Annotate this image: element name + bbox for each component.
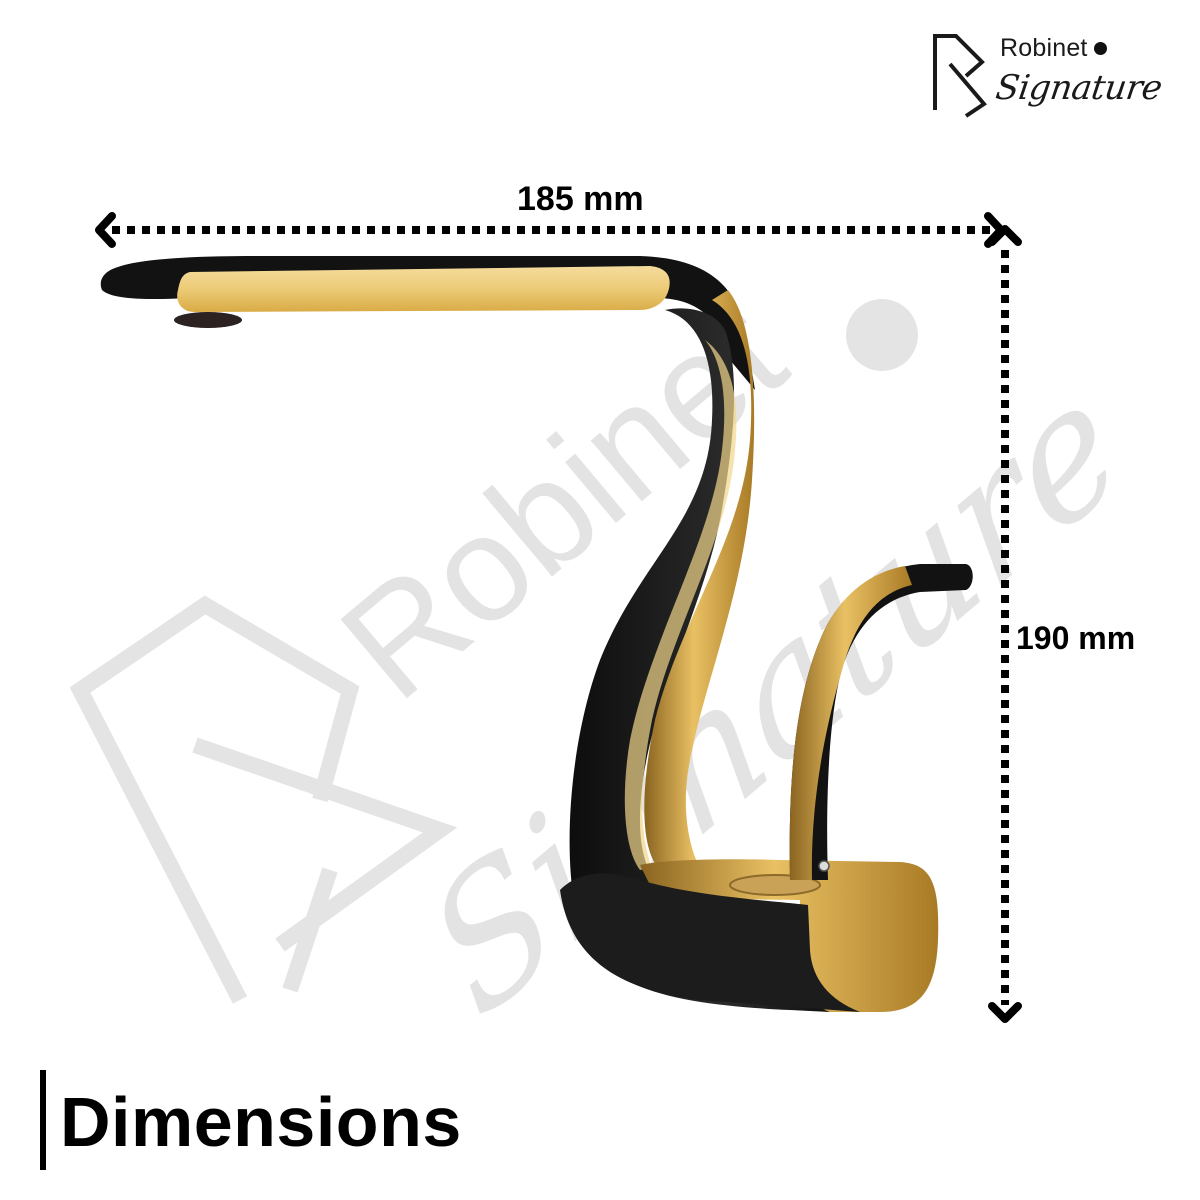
- title-accent-bar: [40, 1070, 46, 1170]
- logo-dot-icon: [1093, 42, 1107, 55]
- brand-logo: Robinet Signature: [930, 32, 1170, 118]
- logo-mark-icon: [933, 34, 987, 118]
- page-title: Dimensions: [60, 1083, 462, 1161]
- width-arrow-icon: [95, 212, 1005, 248]
- logo-brand-name: Robinet: [1000, 34, 1107, 63]
- width-dimension-label: 185 mm: [517, 180, 644, 218]
- logo-script-name: Signature: [993, 68, 1165, 108]
- height-arrow-icon: [988, 225, 1022, 1023]
- height-dimension-label: 190 mm: [1016, 620, 1136, 656]
